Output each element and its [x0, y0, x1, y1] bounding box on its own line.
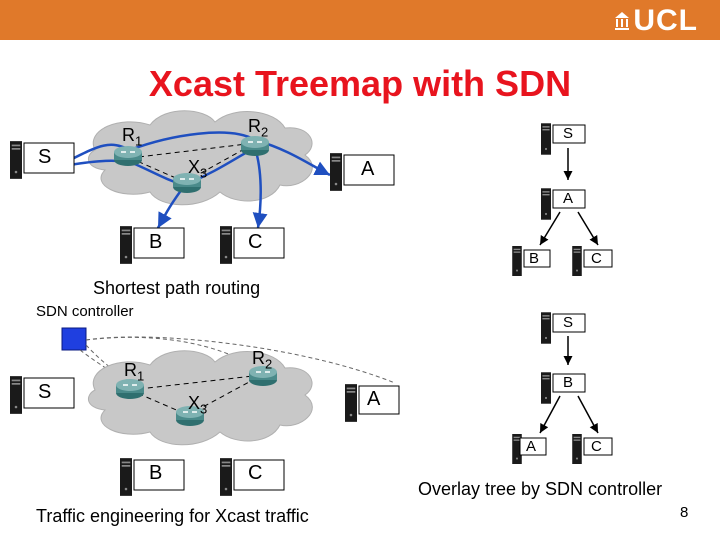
- computer-icon: [572, 246, 582, 276]
- tree-node-label: A: [526, 438, 537, 455]
- computer-icon: [10, 141, 22, 179]
- router-label: R2: [248, 116, 269, 140]
- tree-node-label: S: [563, 314, 574, 331]
- host-box-s: [23, 142, 75, 174]
- path-s-a: [69, 131, 331, 177]
- router-label: X3: [188, 393, 208, 417]
- tree-node-b: [552, 373, 586, 393]
- computer-icon: [541, 312, 551, 344]
- host-label: C: [248, 231, 263, 253]
- host-box-a: [343, 154, 395, 186]
- host-label: A: [361, 158, 375, 180]
- router-label: R1: [122, 125, 143, 149]
- top-cloud: [87, 110, 313, 206]
- host-label: S: [38, 381, 52, 403]
- computer-icon: [512, 246, 522, 276]
- host-label: B: [149, 231, 163, 253]
- tree-node-label: A: [563, 190, 574, 207]
- host-label: A: [367, 388, 381, 410]
- computer-icon: [541, 372, 551, 404]
- computer-icon: [345, 384, 357, 422]
- host-box-c: [233, 227, 285, 259]
- tree-node-label: C: [591, 438, 602, 455]
- computer-icon: [220, 458, 232, 496]
- control-link-x3: [79, 349, 186, 411]
- computer-icon: [541, 188, 551, 220]
- tree-node-s: [552, 313, 586, 333]
- computer-icon: [10, 376, 22, 414]
- sdn-controller-icon: [61, 327, 87, 351]
- computer-icon: [541, 123, 551, 155]
- tree-node-label: C: [591, 250, 602, 267]
- top-network-caption: Shortest path routing: [93, 278, 261, 298]
- host-box-a: [358, 385, 400, 415]
- bottom-network: [10, 327, 400, 496]
- logo-text: UCL: [633, 4, 698, 37]
- page-number: 8: [680, 504, 689, 521]
- tree-node-a: [519, 437, 547, 456]
- computer-icon: [120, 226, 132, 264]
- ucl-logo: UCL: [615, 4, 698, 38]
- slide-title: Xcast Treemap with SDN: [148, 63, 572, 104]
- computer-icon: [120, 458, 132, 496]
- computer-icon: [572, 434, 582, 464]
- router-label: X3: [188, 157, 208, 181]
- portico-icon: [615, 12, 630, 30]
- host-box-b: [133, 459, 185, 491]
- computer-icon: [330, 153, 342, 191]
- link-r1-r2: [129, 142, 256, 159]
- tree-node-c: [583, 437, 613, 456]
- header-bar: [0, 0, 720, 40]
- bottom-tree: [512, 312, 613, 464]
- path-s-b: [69, 159, 188, 229]
- top-tree: [512, 123, 613, 276]
- sdn-controller-label: SDN controller: [36, 303, 134, 320]
- router-icon: [113, 145, 143, 167]
- control-link-r1: [85, 344, 131, 383]
- router-label: R2: [252, 348, 273, 372]
- host-box-c: [233, 459, 285, 491]
- host-box-b: [133, 227, 185, 259]
- computer-icon: [220, 226, 232, 264]
- tree-node-b: [523, 249, 551, 268]
- host-box-s: [23, 377, 75, 409]
- router-label: R1: [124, 360, 145, 384]
- host-label: C: [248, 462, 263, 484]
- tree-node-label: S: [563, 125, 574, 142]
- tree-node-s: [552, 124, 586, 144]
- tree-node-a: [552, 189, 586, 209]
- diagram-canvas: [10, 110, 613, 496]
- tree-node-label: B: [529, 250, 540, 267]
- top-network: [10, 110, 395, 264]
- host-label: B: [149, 462, 163, 484]
- bottom-network-caption: Traffic engineering for Xcast traffic: [36, 506, 309, 526]
- bottom-tree-caption: Overlay tree by SDN controller: [418, 479, 663, 499]
- host-label: S: [38, 146, 52, 168]
- tree-node-c: [583, 249, 613, 268]
- tree-node-label: B: [563, 374, 574, 391]
